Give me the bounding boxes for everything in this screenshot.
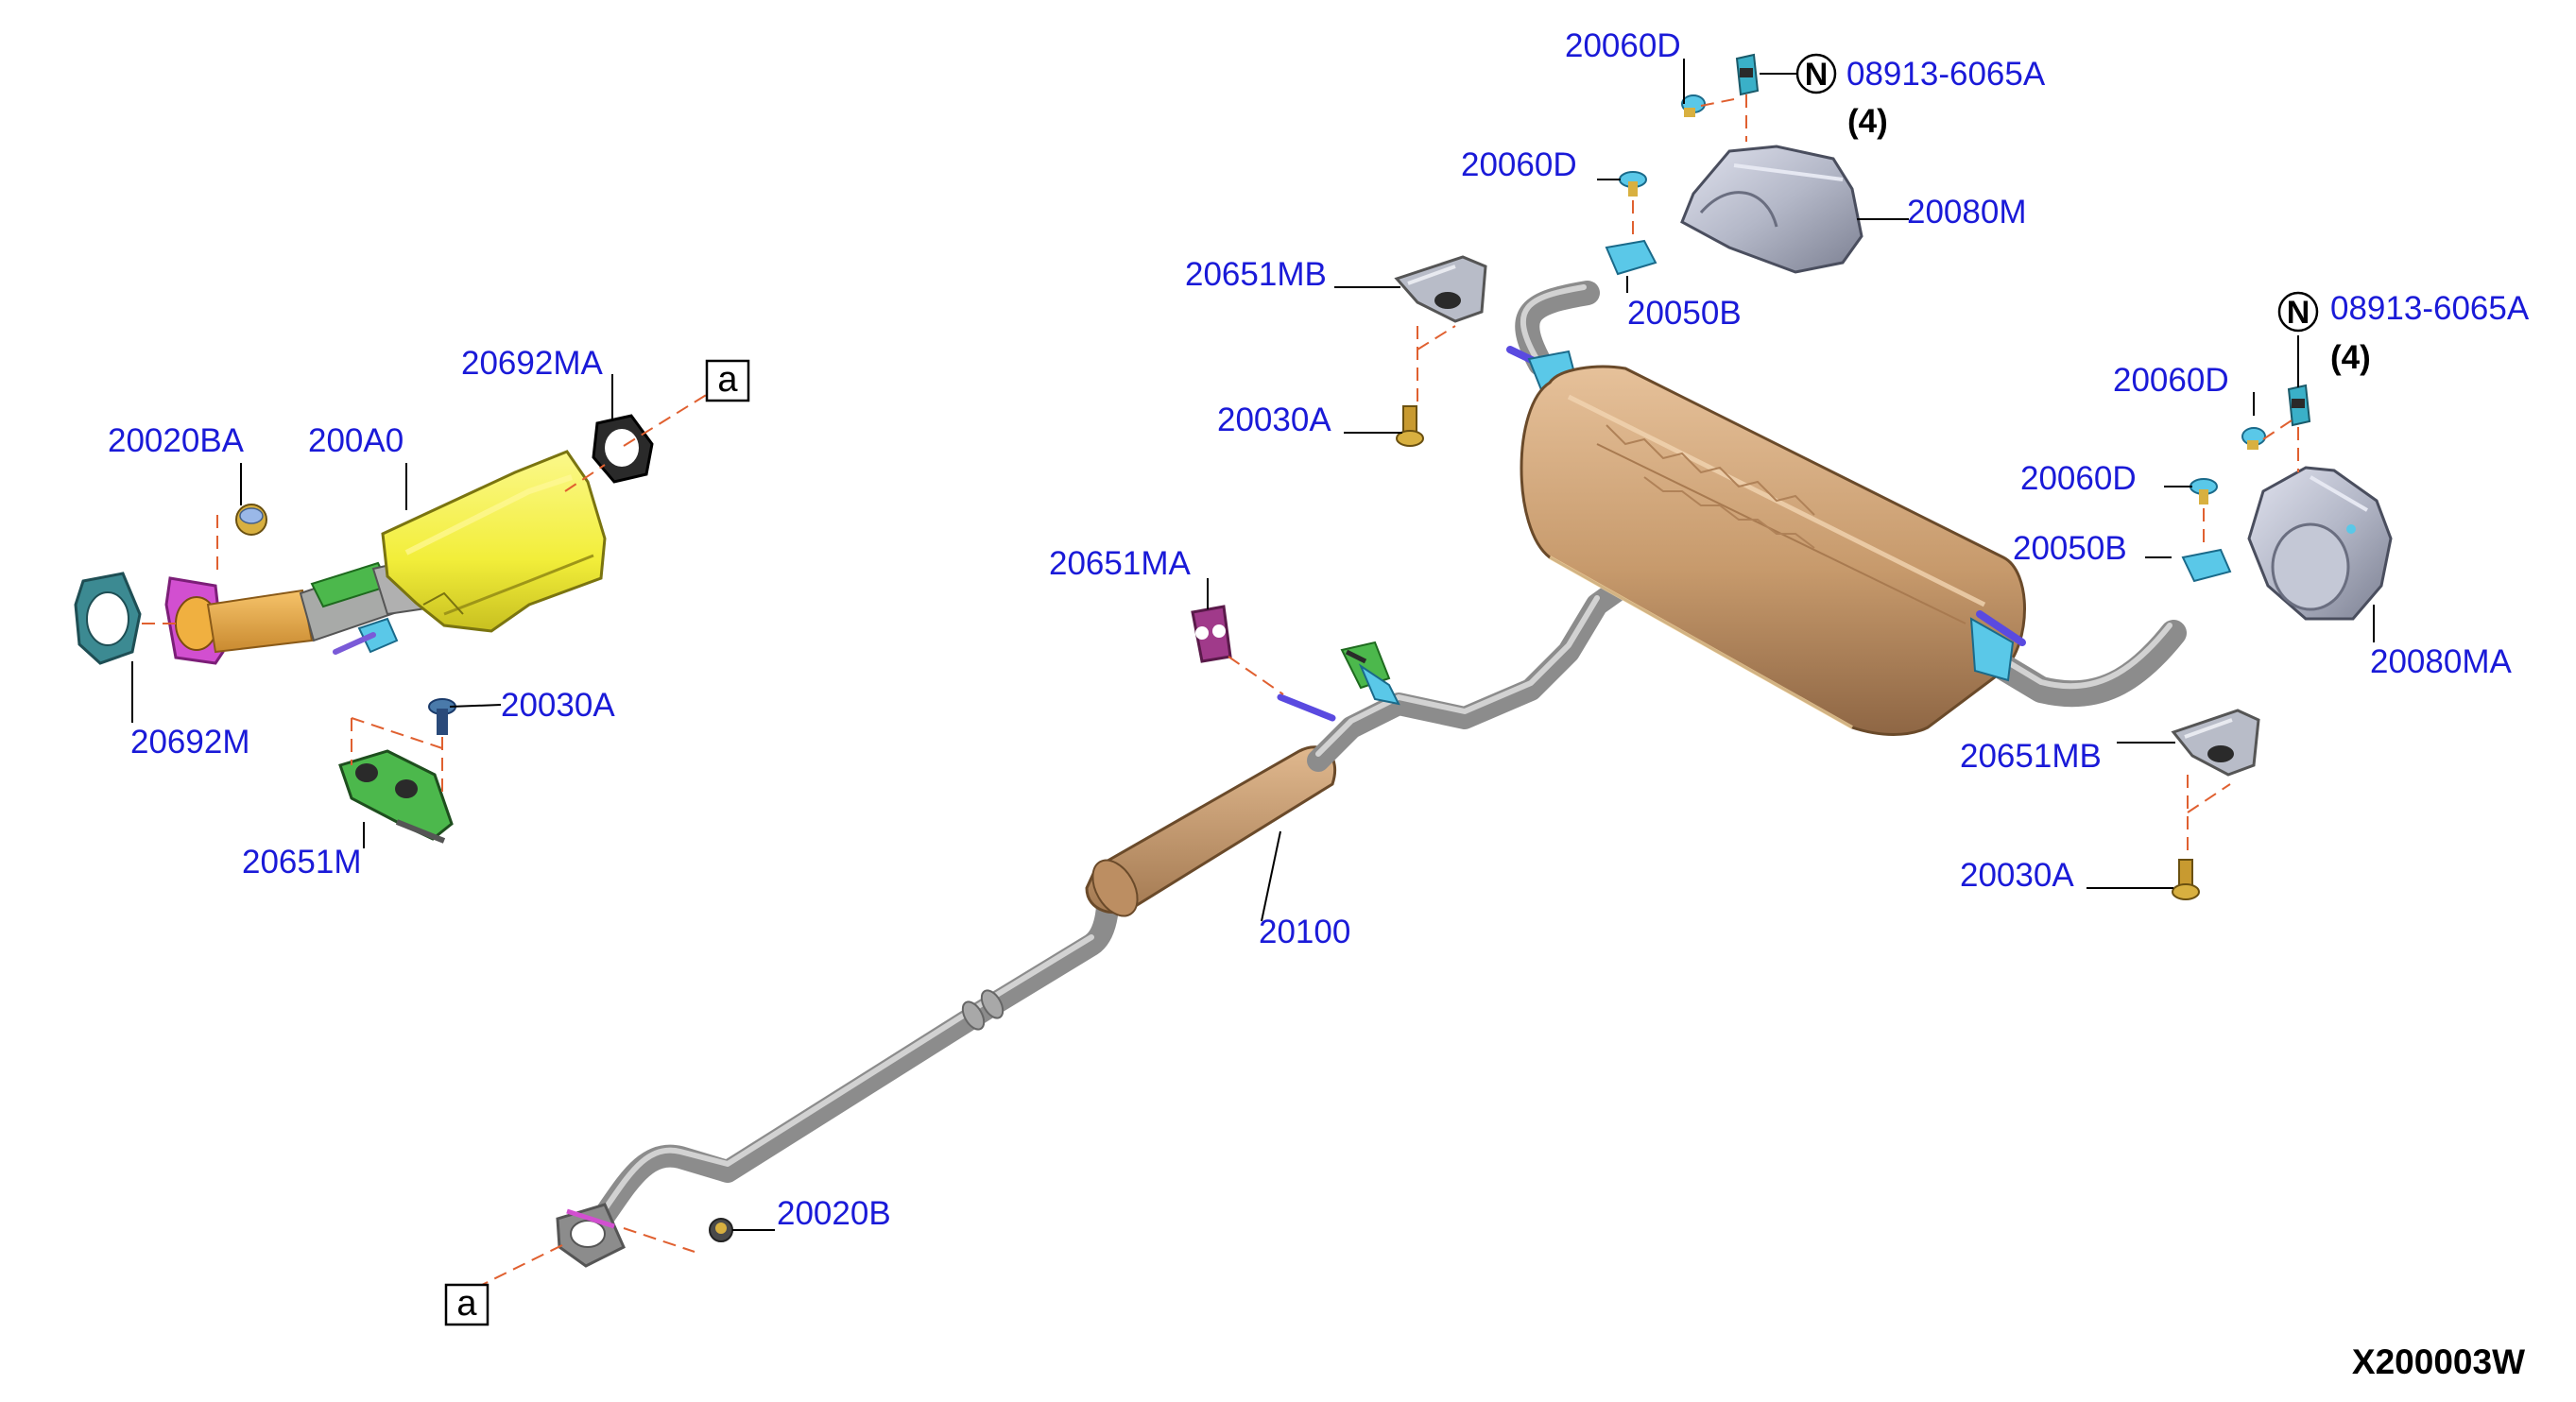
callout-labels: 20692M 20020BA 200A0 20692MA 20030A 2065…: [108, 27, 2530, 1232]
label-20651M: 20651M: [242, 844, 361, 881]
front-tube-assembly: [74, 414, 654, 844]
clip-20060D-right-lower-shape: [2190, 478, 2218, 504]
label-20651MA: 20651MA: [1049, 545, 1191, 582]
n-symbol-right: N: [2277, 291, 2319, 333]
label-200A0: 200A0: [308, 422, 404, 459]
label-20050B-top: 20050B: [1627, 295, 1742, 332]
bracket-20651M-shape: [338, 749, 454, 844]
right-shield-phantom: [2203, 419, 2299, 548]
right-bracket-phantom: [2187, 775, 2231, 855]
top-bracket-phantom: [1417, 325, 1456, 402]
label-20100: 20100: [1259, 914, 1350, 950]
label-20060D-4: 20060D: [2020, 460, 2137, 497]
label-20060D-2: 20060D: [1461, 146, 1577, 183]
label-20060D-1: 20060D: [1565, 27, 1681, 64]
tube-stud-shape: [333, 632, 376, 655]
label-qty-top: (4): [1847, 103, 1888, 140]
label-08913-6065A-right: 08913-6065A: [2330, 290, 2530, 327]
gasket-20692M-shape: [74, 572, 142, 665]
bolt-20030A-top-shape: [1396, 405, 1424, 447]
label-20060D-3: 20060D: [2113, 362, 2229, 399]
bracket-20651MB-top-shape: [1394, 255, 1487, 323]
label-08913-6065A-top: 08913-6065A: [1846, 56, 2046, 93]
nut-20020B-shape: [709, 1218, 733, 1242]
label-20050B-right: 20050B: [2013, 530, 2127, 567]
label-20030A-left: 20030A: [501, 687, 615, 724]
inlet-pipe-shape: [206, 589, 314, 654]
diagram-code: X200003W: [2352, 1342, 2525, 1381]
heat-shield-20080MA-shape: [2247, 466, 2393, 621]
heat-shield-20080M-shape: [1680, 145, 1863, 274]
main-muffler-body-shape: [1520, 365, 2026, 736]
label-20651MB-top: 20651MB: [1185, 256, 1327, 293]
label-20030A-right: 20030A: [1960, 857, 2074, 894]
left-phantom-lines: [142, 381, 729, 794]
label-20030A-top: 20030A: [1217, 402, 1331, 438]
nut-20020BA-shape: [235, 504, 267, 536]
tube-clip-shape: [357, 617, 399, 654]
clip-20060D-right-upper-shape: [2241, 427, 2266, 450]
gasket-20692MA-shape: [592, 414, 654, 484]
label-20080MA: 20080MA: [2370, 643, 2512, 680]
bolt-20030A-right-shape: [2172, 859, 2200, 900]
label-20080M: 20080M: [1907, 194, 2026, 231]
pipe-hanger-bracket-shape: [1340, 641, 1400, 706]
pipe-flange-shape: [556, 1203, 626, 1268]
insulator-20050B-top-shape: [1605, 239, 1657, 276]
label-20692M: 20692M: [130, 724, 249, 761]
n-symbol-right-text: N: [2287, 295, 2310, 331]
clip-20060D-top-shape: [1619, 171, 1647, 197]
inlet-flange-shape: [164, 576, 225, 665]
n-symbol-top: N: [1795, 53, 1837, 94]
bolt-08913-top-shape: [1735, 53, 1760, 96]
label-20651MB-right: 20651MB: [1960, 738, 2102, 775]
label-20020B: 20020B: [777, 1195, 891, 1232]
center-pipe-assembly: [556, 574, 1635, 1268]
top-shield-phantom: [1632, 94, 1747, 238]
rubber-insulator-20651MA-shape: [1191, 605, 1232, 663]
leader-lines: [131, 59, 2375, 1231]
label-20692MA: 20692MA: [461, 345, 603, 382]
reference-box-a-bottom: a: [444, 1283, 489, 1326]
bolt-20030A-left-shape: [428, 698, 456, 735]
insulator-20050B-right-shape: [2181, 548, 2232, 583]
label-20020BA: 20020BA: [108, 422, 245, 459]
reference-box-a-top: a: [705, 359, 750, 402]
reference-a-top-text: a: [717, 360, 738, 400]
main-muffler-assembly: [1506, 281, 2187, 736]
label-qty-right: (4): [2330, 339, 2371, 376]
bolt-08913-right-shape: [2287, 384, 2311, 427]
n-symbol-top-text: N: [1805, 57, 1829, 93]
bracket-20651MB-right-shape: [2171, 709, 2260, 777]
center-phantom-lines: [481, 656, 1284, 1286]
clip-20060D-upper-shape: [1681, 94, 1706, 117]
center-muffler-shape: [1085, 745, 1337, 917]
catalytic-converter-shape: [381, 450, 607, 633]
reference-a-bottom-text: a: [456, 1284, 477, 1324]
